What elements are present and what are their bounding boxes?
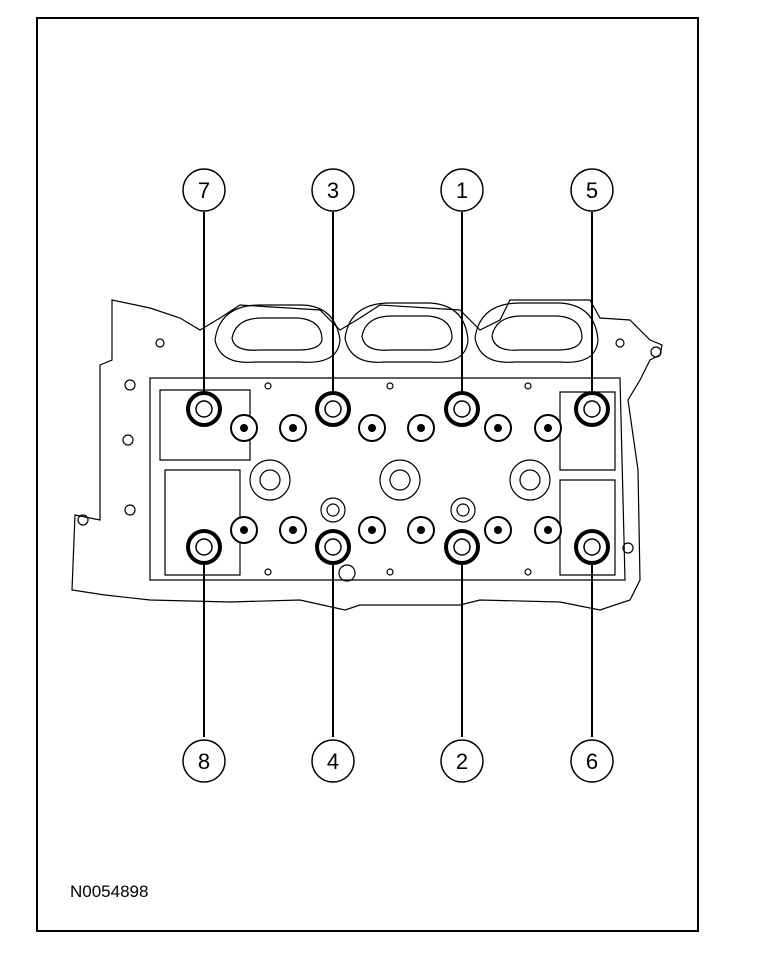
callout-label: 7: [198, 178, 210, 203]
head-bolt-1: [444, 391, 480, 427]
callout-label: 5: [586, 178, 598, 203]
head-bolt-4: [315, 529, 351, 565]
callout-4: 4: [311, 739, 355, 783]
callout-label: 1: [456, 178, 468, 203]
head-bolt-6: [574, 529, 610, 565]
head-bolt-2: [444, 529, 480, 565]
callout-label: 8: [198, 749, 210, 774]
head-bolts: [186, 391, 610, 565]
callout-2: 2: [440, 739, 484, 783]
callout-label: 3: [327, 178, 339, 203]
callouts: 7 3 1 5 8 4 2 6: [182, 168, 614, 783]
head-bolt-7: [186, 391, 222, 427]
callout-label: 6: [586, 749, 598, 774]
head-bolt-5: [574, 391, 610, 427]
cam-cap-bolts: [230, 414, 562, 544]
callout-3: 3: [311, 168, 355, 212]
figure-frame: [36, 17, 699, 932]
callout-6: 6: [570, 739, 614, 783]
leader-lines: [203, 212, 593, 737]
callout-1: 1: [440, 168, 484, 212]
figure-id: N0054898: [70, 882, 149, 901]
callout-label: 4: [327, 749, 339, 774]
callout-7: 7: [182, 168, 226, 212]
callout-5: 5: [570, 168, 614, 212]
callout-label: 2: [456, 749, 468, 774]
head-bolt-8: [186, 529, 222, 565]
head-bolt-3: [315, 391, 351, 427]
cylinder-head-outline: [71, 299, 663, 611]
callout-8: 8: [182, 739, 226, 783]
